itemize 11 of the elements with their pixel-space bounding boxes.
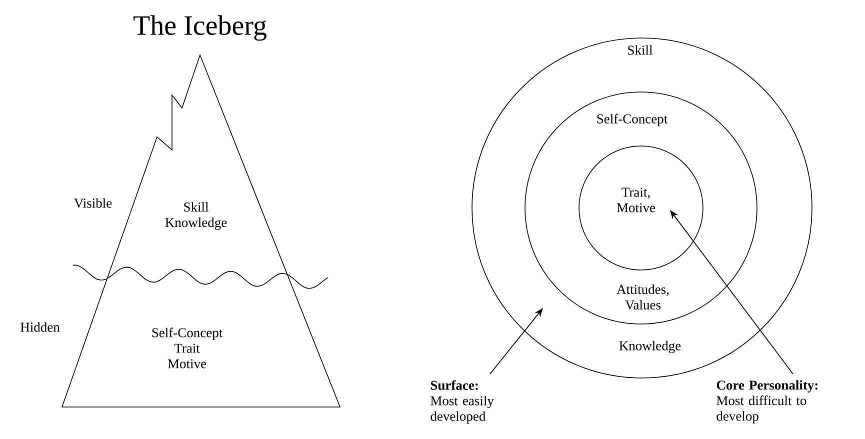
region-label: Skill Knowledge — [165, 202, 227, 230]
side-label: Visible — [74, 198, 112, 208]
ring-label: Knowledge — [619, 340, 681, 354]
ring-label: Attitudes, Values — [616, 284, 669, 310]
note-text: Core Personality: Most difficult to develop — [716, 380, 818, 424]
ring-label: Self-Concept — [597, 114, 668, 126]
title: The Iceberg — [134, 15, 266, 41]
region-label: Self-Concept Trait Motive — [152, 328, 223, 368]
ring-label: Skill — [628, 45, 652, 55]
ring-label: Trait, Motive — [616, 188, 656, 212]
note-text: Surface: Most easily developed — [430, 380, 494, 424]
